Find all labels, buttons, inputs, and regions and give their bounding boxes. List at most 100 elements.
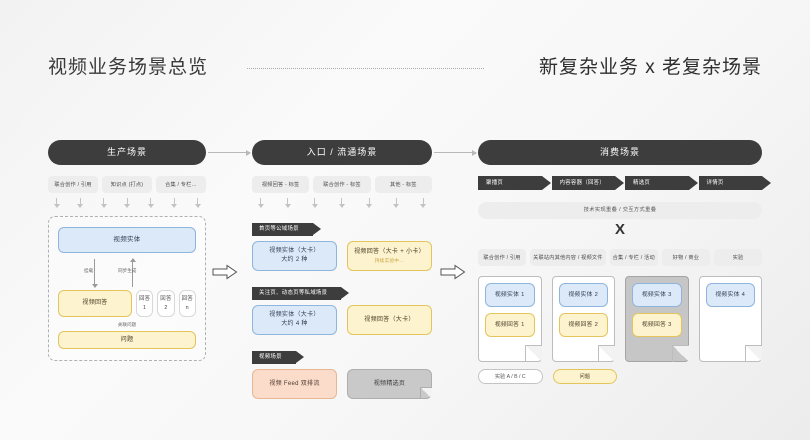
consumption-column: 消费场景 聚播页 内容容器（回答） 精选页 详情页 技术实现重叠 / 交互方式重… [478,140,771,384]
down-arrow-icon [53,198,60,208]
down-arrow-icon [124,198,130,208]
experiment-tag[interactable]: 实验 A / B / C [478,369,543,384]
down-arrow-icon [194,198,201,208]
consumption-flag[interactable]: 聚播页 [478,176,550,190]
production-arrow-row [48,198,206,208]
down-arrow-icon [100,198,107,208]
page-answer-card[interactable]: 视频回答 3 [632,313,682,337]
video-answer-card[interactable]: 视频回答 [58,290,132,317]
question-tag[interactable]: 问题 [552,369,617,384]
production-band-label: 生产场景 [48,140,206,165]
consumption-page-card[interactable]: 视频实体 1 视频回答 1 [478,276,542,362]
entry-group-flag: 视频场景 [252,351,304,364]
entry-band-label: 入口 / 流通场景 [252,140,432,165]
entry-chip[interactable]: 联合创作 - 标签 [313,176,371,193]
down-arrow-icon [284,198,291,208]
down-arrow-icon [147,198,154,208]
entry-column: 入口 / 流通场景 视频回答 - 标签 联合创作 - 标签 其他 - 标签 首页… [252,140,432,399]
title-divider-dots [247,68,484,69]
production-chip[interactable]: 知识点 (打点) [102,176,152,193]
answer-item-card[interactable]: 回答 1 [136,290,154,317]
down-arrow-icon [420,198,427,208]
answer-item-card[interactable]: 回答 n [178,290,196,317]
related-question-label: 关联问题 [117,322,137,327]
connector-production-to-entry [208,149,251,156]
overlap-banner: 技术实现重叠 / 交互方式重叠 [478,202,762,219]
production-entity-group: 视频实体 挂载 同步生成 视频回答 回答 1 回答 2 回答 n 关联问题 问题 [48,216,206,361]
cross-product-mark: X [614,221,625,238]
down-arrow-icon [257,198,264,208]
consumption-flag[interactable]: 内容容器（回答） [551,176,624,190]
entry-group-flag: 关注页、动态页等私域场景 [252,287,350,300]
down-arrow-icon [338,198,345,208]
consumption-tag-row: 实验 A / B / C 问题 [478,369,762,384]
flow-arrow-icon [212,264,238,280]
entry-entity-sub: 大约 4 种 [281,321,308,327]
entry-answer-card[interactable]: 视频回答（大卡 + 小卡） 持续实验中… [347,241,432,271]
entry-group-private: 关注页、动态页等私域场景 视频实体（大卡） 大约 4 种 视频回答（大卡） [252,281,432,335]
entry-arrow-row [252,198,432,208]
consumption-chip[interactable]: 联合创作 / 引用 [478,249,527,266]
question-bar[interactable]: 问题 [58,331,196,349]
production-column: 生产场景 联合创作 / 引用 知识点 (打点) 合集 / 专栏… 视频实体 挂载… [48,140,206,361]
entry-feed-card[interactable]: 视频 Feed 双排流 [252,369,337,399]
page-title: 视频业务场景总览 [48,57,209,78]
page-header: 视频业务场景总览 新复杂业务 x 老复杂场景 [0,52,810,86]
down-arrow-icon [77,198,83,208]
answer-item-card[interactable]: 回答 2 [157,290,175,317]
entry-group-public: 首页等公域场景 视频实体（大卡） 大约 2 种 视频回答（大卡 + 小卡） 持续… [252,217,432,271]
page-subtitle: 新复杂业务 x 老复杂场景 [538,57,762,78]
connector-entry-to-consumption [434,149,477,156]
down-arrow-icon [366,198,373,208]
consumption-chip[interactable]: 关联站内其他内容 / 视频文件 [530,249,606,266]
video-entity-card[interactable]: 视频实体 [58,227,196,253]
down-arrow-icon [171,198,177,208]
entry-chip-row: 视频回答 - 标签 联合创作 - 标签 其他 - 标签 [252,176,432,193]
down-arrow-icon [311,198,318,208]
consumption-chip[interactable]: 好物 / 商业 [661,249,710,266]
entry-entity-card[interactable]: 视频实体（大卡） 大约 2 种 [252,241,337,271]
production-chip-row: 联合创作 / 引用 知识点 (打点) 合集 / 专栏… [48,176,206,193]
consumption-page-row: 视频实体 1 视频回答 1 视频实体 2 视频回答 2 视频实体 3 视频回答 … [478,276,762,362]
entry-answer-card[interactable]: 视频回答（大卡） [347,305,432,335]
entry-group-flag: 首页等公域场景 [252,223,321,236]
consumption-chip[interactable]: 实验 [713,249,762,266]
page-entity-card[interactable]: 视频实体 3 [632,283,682,307]
entry-entity-card[interactable]: 视频实体（大卡） 大约 4 种 [252,305,337,335]
production-flow-arrows: 挂载 同步生成 [58,256,196,290]
entry-answer-note: 持续实验中… [374,257,405,263]
entry-feed-title: 视频 Feed 双排流 [269,380,320,387]
entry-entity-sub: 大约 2 种 [281,257,308,263]
consumption-flag[interactable]: 精选页 [625,176,697,190]
entry-entity-title: 视频实体（大卡） [269,312,320,318]
page-entity-card[interactable]: 视频实体 4 [705,283,755,307]
page-answer-card[interactable]: 视频回答 1 [485,313,535,337]
flow-arrow-icon [440,264,466,280]
consumption-band-label: 消费场景 [478,140,762,165]
page-entity-card[interactable]: 视频实体 2 [558,283,608,307]
entry-entity-title: 视频实体（大卡） [269,248,320,254]
consumption-chip-row: 联合创作 / 引用 关联站内其他内容 / 视频文件 合集 / 专栏 / 活动 好… [478,249,762,266]
production-chip[interactable]: 合集 / 专栏… [156,176,206,193]
consumption-page-card[interactable]: 视频实体 2 视频回答 2 [551,276,615,362]
mount-flow-line [91,259,98,288]
entry-answer-title: 视频回答（大卡 + 小卡） [354,248,425,255]
consumption-chip[interactable]: 合集 / 专栏 / 活动 [609,249,658,266]
consumption-page-card[interactable]: 视频实体 3 视频回答 3 [625,276,689,362]
production-answer-row: 视频回答 回答 1 回答 2 回答 n [58,290,196,317]
page-answer-card[interactable]: 视频回答 2 [558,313,608,337]
consumption-page-card[interactable]: 视频实体 4 [698,276,762,362]
production-chip[interactable]: 联合创作 / 引用 [48,176,98,193]
sync-flow-line [129,258,136,287]
entry-selection-page-card[interactable]: 视频精选页 [347,369,432,399]
entry-answer-title: 视频回答（大卡） [364,316,415,323]
consumption-flag-row: 聚播页 内容容器（回答） 精选页 详情页 [478,176,771,190]
entry-group-video: 视频场景 视频 Feed 双排流 视频精选页 [252,345,432,399]
sync-flow-label: 同步生成 [118,268,137,273]
entry-chip[interactable]: 视频回答 - 标签 [252,176,310,193]
entry-selection-title: 视频精选页 [373,380,406,387]
down-arrow-icon [393,198,400,208]
consumption-flag[interactable]: 详情页 [698,176,771,190]
entry-chip[interactable]: 其他 - 标签 [374,176,432,193]
page-entity-card[interactable]: 视频实体 1 [485,283,535,307]
